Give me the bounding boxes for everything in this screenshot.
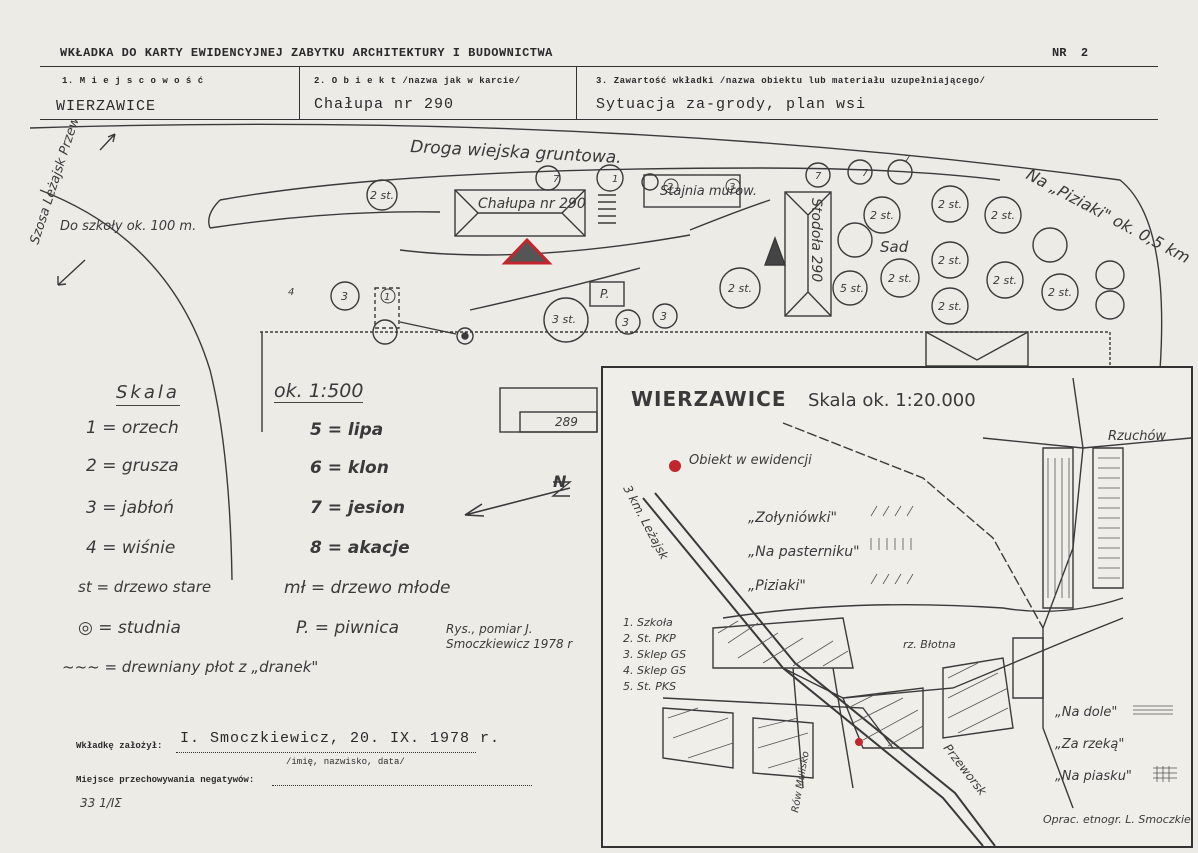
document-title: WKŁADKA DO KARTY EWIDENCYJNEJ ZABYTKU AR… (60, 46, 553, 60)
svg-text:7: 7 (862, 168, 869, 179)
river-name: rz. Błotna (903, 638, 956, 651)
map-key: 4. Sklep GS (623, 664, 686, 677)
field-object-value: Chałupa nr 290 (314, 96, 455, 113)
garden-label: Sad (880, 238, 909, 256)
scale-heading: Skala (116, 382, 180, 406)
author-value: I. Smoczkiewicz, 20. IX. 1978 r. (180, 730, 501, 747)
author-label: Wkładkę założył: (76, 741, 163, 751)
legend-item: ~~~ = drewniany płot z „dranek" (62, 658, 319, 676)
road-name: Rzuchów (1108, 429, 1166, 444)
legend-item: 5 = lipa (310, 420, 384, 440)
field-name: „Za rzeką" (1055, 737, 1124, 752)
inset-author: Oprac. etnogr. L. Smoczkiewicz (1043, 813, 1191, 826)
road-name: Przeworsk (941, 741, 990, 799)
svg-text:2 st.: 2 st. (993, 274, 1017, 287)
svg-text:3: 3 (341, 290, 348, 303)
svg-text:3 st.: 3 st. (552, 313, 576, 326)
legend-item: 1 = orzech (86, 418, 179, 438)
village-map-inset: WIERZAWICE Skala ok. 1:20.000 Obiekt w e… (601, 366, 1198, 848)
field-content-label: 3. Zawartość wkładki /nazwa obiektu lub … (596, 76, 986, 86)
map-key: 3. Sklep GS (623, 648, 686, 661)
storage-dotted-line (272, 785, 532, 786)
farmstead-plan: Droga wiejska gruntowa. Szosa Leżajsk Pr… (28, 120, 1193, 581)
map-key: 5. St. PKS (623, 680, 676, 693)
house-label: Chałupa nr 290 (478, 196, 586, 212)
cellar-label: P. (600, 287, 609, 301)
svg-text:5 st.: 5 st. (840, 282, 864, 295)
inset-scale: Skala ok. 1:20.000 (808, 390, 976, 411)
header-rule-bottom (40, 119, 1158, 120)
legend-item: P. = piwnica (296, 618, 400, 638)
author-dotted-line (176, 752, 476, 753)
author-hint: /imię, nazwisko, data/ (286, 757, 405, 767)
legend-item: 8 = akacje (310, 538, 410, 558)
direction-label: Na „Piziaki" ok. 0,5 km (1023, 165, 1193, 268)
field-name: „Na dole" (1055, 705, 1117, 720)
field-name: „Na piasku" (1055, 769, 1132, 784)
marker-1: 1 (384, 292, 390, 303)
field-name: „Na pasterniku" (748, 544, 860, 560)
legend-item: mł = drzewo młode (284, 578, 451, 598)
legend-item: 4 = wiśnie (86, 538, 176, 558)
barn-label: Stodoła 290 (808, 198, 824, 282)
neighbour-label: 289 (555, 415, 578, 429)
svg-text:2 st.: 2 st. (938, 254, 962, 267)
header-divider-2 (576, 66, 577, 119)
marker-2: 2 (667, 182, 673, 193)
svg-text:2 st.: 2 st. (938, 198, 962, 211)
school-label: Do szkoły ok. 100 m. (60, 219, 196, 234)
svg-text:2 st.: 2 st. (888, 272, 912, 285)
drawing-signature: Rys., pomiar J. Smoczkiewicz 1978 r (446, 622, 573, 651)
marker-3: 3 (729, 182, 735, 193)
svg-text:7: 7 (815, 171, 822, 182)
svg-text:1: 1 (612, 174, 618, 185)
svg-text:7: 7 (904, 154, 911, 165)
stable-label: Stajnia murow. (660, 184, 757, 199)
svg-text:2 st.: 2 st. (870, 209, 894, 222)
scale-value: ok. 1:500 (274, 380, 364, 403)
header-rule-top (40, 66, 1158, 67)
svg-text:4: 4 (288, 287, 294, 298)
storage-label: Miejsce przechowywania negatywów: (76, 775, 255, 785)
inset-object-label: Obiekt w ewidencji (689, 453, 812, 468)
field-place-value: WIERZAWICE (56, 98, 157, 115)
inset-title: WIERZAWICE (631, 387, 787, 411)
legend-item: ◎ = studnia (78, 618, 181, 638)
field-content-value: Sytuacja za-grody, plan wsi (596, 96, 867, 113)
village-map-drawing: WIERZAWICE Skala ok. 1:20.000 Obiekt w e… (620, 377, 1198, 847)
svg-text:2 st.: 2 st. (1048, 286, 1072, 299)
legend-item: 2 = grusza (86, 456, 179, 476)
road-label: Droga wiejska gruntowa. (410, 137, 622, 168)
map-key: 2. St. PKP (623, 632, 676, 645)
road-name: Rów Mulisko (789, 750, 812, 813)
field-place-label: 1. M i e j s c o w o ś ć (62, 76, 204, 86)
document-number: NR 2 (1052, 46, 1089, 60)
storage-value: 33 1/ΙΣ (80, 796, 122, 810)
header-divider-1 (299, 66, 300, 119)
svg-text:7: 7 (553, 174, 560, 185)
legend-item: 3 = jabłoń (86, 498, 174, 518)
legend-item: 7 = jesion (310, 498, 405, 518)
field-object-label: 2. O b i e k t /nazwa jak w karcie/ (314, 76, 521, 86)
svg-text:2 st.: 2 st. (370, 189, 394, 202)
svg-text:3: 3 (660, 310, 667, 323)
legend-item: 6 = klon (310, 458, 389, 478)
field-name: „Zołyniówki" (748, 510, 837, 526)
svg-text:2 st.: 2 st. (991, 209, 1015, 222)
legend-item: st = drzewo stare (78, 578, 212, 596)
svg-text:2 st.: 2 st. (728, 282, 752, 295)
field-name: „Piziaki" (748, 578, 806, 594)
svg-text:3: 3 (622, 316, 629, 329)
svg-text:2 st.: 2 st. (938, 300, 962, 313)
north-label: N (553, 472, 567, 491)
map-key: 1. Szkoła (623, 616, 673, 629)
